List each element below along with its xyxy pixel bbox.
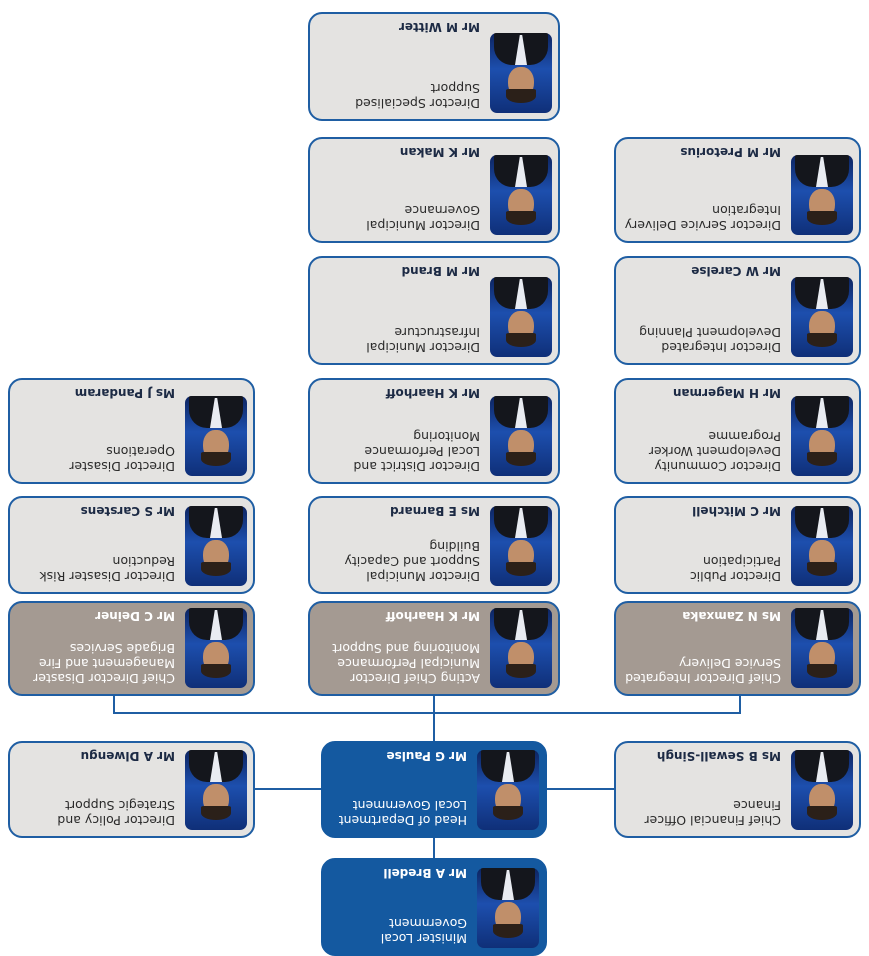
role-text: Acting Chief Director Municipal Performa… xyxy=(332,641,480,686)
role-text: Director Municipal Infrastructure xyxy=(366,325,480,355)
role-text: Director Municipal Support and Capacity … xyxy=(344,539,480,584)
role-text: Director Disaster Risk Reduction xyxy=(39,554,175,584)
portrait-photo xyxy=(791,608,853,688)
name-text: Ms J Pandaram xyxy=(74,386,175,400)
name-text: Mr W Carelse xyxy=(691,264,781,278)
role-text: Director Integrated Development Planning xyxy=(639,325,781,355)
portrait-photo xyxy=(791,750,853,830)
role-text: Chief Financial Officer Finance xyxy=(644,798,781,828)
portrait-photo xyxy=(185,396,247,476)
portrait-photo xyxy=(490,155,552,235)
portrait-photo xyxy=(490,33,552,113)
card-chief-director-disaster: Chief Director Disaster Management and F… xyxy=(8,601,255,696)
card-disaster-operations: Director Disaster Operations Ms J Pandara… xyxy=(8,378,255,484)
card-municipal-infrastructure: Director Municipal Infrastructure Mr M Br… xyxy=(308,256,560,365)
name-text: Mr M Pretorius xyxy=(680,145,781,159)
name-text: Mr K Haarhoff xyxy=(385,609,480,623)
portrait-photo xyxy=(477,750,539,830)
name-text: Mr S Carstens xyxy=(80,504,175,518)
portrait-photo xyxy=(490,608,552,688)
portrait-photo xyxy=(477,868,539,948)
name-text: Mr K Haarhoff xyxy=(385,386,480,400)
card-disaster-risk: Director Disaster Risk Reduction Mr S Car… xyxy=(8,496,255,594)
role-text: Chief Director Integrated Service Delive… xyxy=(625,656,781,686)
card-minister: Minister Local Government Mr A Bredell xyxy=(321,858,547,956)
name-text: Mr K Makan xyxy=(399,145,480,159)
connector-left-chief xyxy=(739,696,741,714)
portrait-photo xyxy=(791,506,853,586)
name-text: Mr C Mitchell xyxy=(692,504,781,518)
name-text: Mr A Bredell xyxy=(383,866,467,880)
card-performance-monitoring: Director District and Local Performance … xyxy=(308,378,560,484)
name-text: Ms N Zamxaka xyxy=(682,609,781,623)
card-chief-director-municipal: Acting Chief Director Municipal Performa… xyxy=(308,601,560,696)
portrait-photo xyxy=(791,277,853,357)
name-text: Mr A Dlwengu xyxy=(80,749,175,763)
card-head-of-department: Head of Department Local Government Mr G … xyxy=(321,741,547,838)
portrait-photo xyxy=(791,155,853,235)
connector-chief-directors-bar xyxy=(113,712,741,714)
role-text: Chief Director Disaster Management and F… xyxy=(33,641,175,686)
name-text: Mr M Witter xyxy=(398,20,480,34)
role-text: Director District and Local Performance … xyxy=(353,429,480,474)
portrait-photo xyxy=(185,750,247,830)
role-text: Director Public Participation xyxy=(689,554,781,584)
name-text: Mr M Brand xyxy=(401,264,480,278)
card-public-participation: Director Public Participation Mr C Mitche… xyxy=(614,496,861,594)
connector-right-chief xyxy=(113,696,115,714)
role-text: Director Specialised Support xyxy=(355,81,480,111)
role-text: Director Policy and Strategic Support xyxy=(57,798,175,828)
role-text: Director Municipal Governance xyxy=(366,203,480,233)
card-cfo: Chief Financial Officer Finance Ms B Sewa… xyxy=(614,741,861,838)
card-specialised-support: Director Specialised Support Mr M Witter xyxy=(308,12,560,121)
card-policy-strategic-support: Director Policy and Strategic Support Mr … xyxy=(8,741,255,838)
name-text: Mr H Magerman xyxy=(672,386,781,400)
name-text: Ms E Barnard xyxy=(390,504,480,518)
portrait-photo xyxy=(185,608,247,688)
portrait-photo xyxy=(490,506,552,586)
role-text: Director Service Delivery Integration xyxy=(624,203,781,233)
connector-minister-hod xyxy=(433,838,435,860)
name-text: Ms B Sewall-Singh xyxy=(656,749,781,763)
role-text: Minister Local Government xyxy=(380,916,467,946)
card-development-planning: Director Integrated Development Planning… xyxy=(614,256,861,365)
card-chief-director-service-delivery: Chief Director Integrated Service Delive… xyxy=(614,601,861,696)
role-text: Director Disaster Operations xyxy=(69,444,175,474)
connector-hod-down xyxy=(433,712,435,742)
name-text: Mr G Paulse xyxy=(386,749,467,763)
name-text: Mr C Deiner xyxy=(95,609,175,623)
portrait-photo xyxy=(490,396,552,476)
portrait-photo xyxy=(791,396,853,476)
portrait-photo xyxy=(185,506,247,586)
card-service-delivery-integration: Director Service Delivery Integration Mr … xyxy=(614,137,861,243)
connector-center-chief xyxy=(433,696,435,714)
role-text: Head of Department Local Government xyxy=(338,798,467,828)
role-text: Director Community Development Worker Pr… xyxy=(648,429,781,474)
card-municipal-governance: Director Municipal Governance Mr K Makan xyxy=(308,137,560,243)
card-community-development: Director Community Development Worker Pr… xyxy=(614,378,861,484)
portrait-photo xyxy=(490,277,552,357)
card-municipal-support: Director Municipal Support and Capacity … xyxy=(308,496,560,594)
